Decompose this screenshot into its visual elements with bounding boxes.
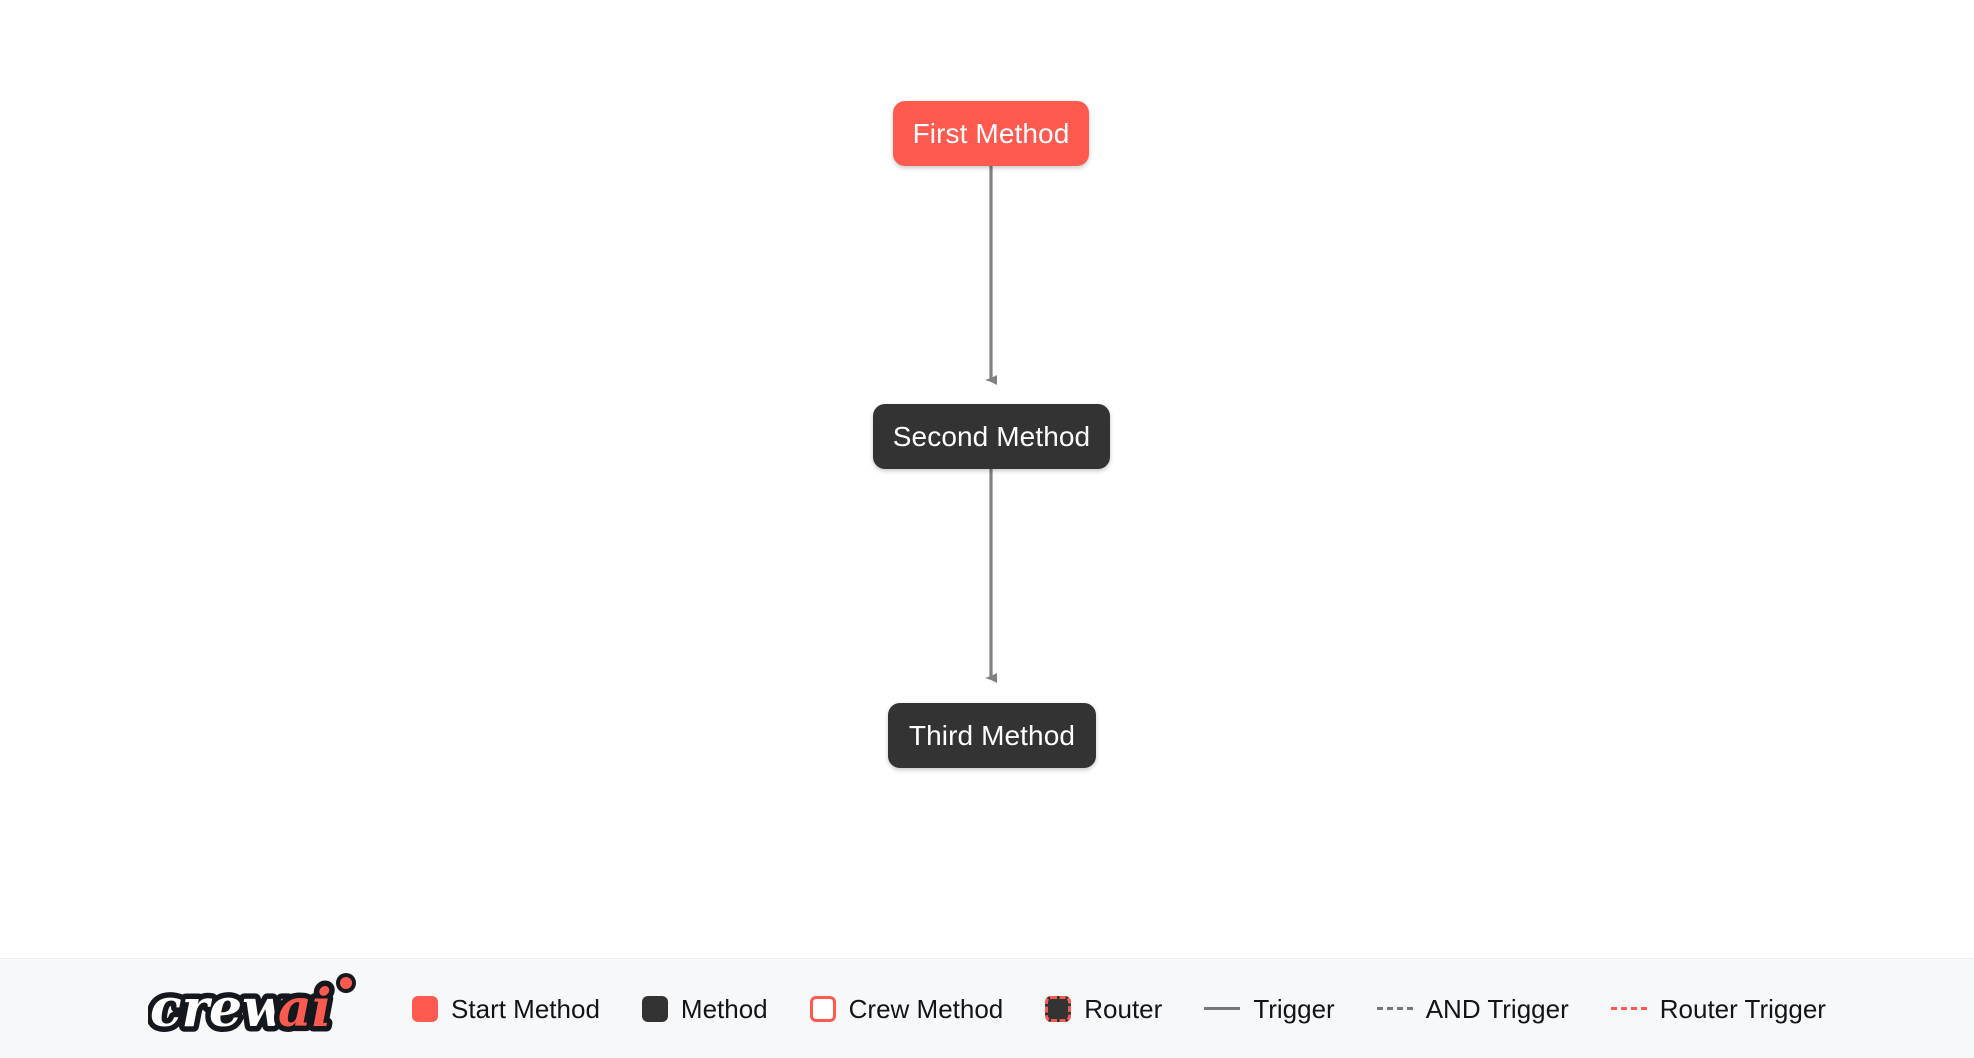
legend-bar: crew crew ai ai Start Method Method Crew… — [0, 958, 1974, 1058]
trigger-line-icon — [1204, 1007, 1241, 1010]
and-trigger-line-icon — [1376, 1007, 1413, 1010]
legend-item-router-trigger: Router Trigger — [1610, 993, 1826, 1024]
router-trigger-line-icon — [1610, 1007, 1647, 1010]
legend-label: Router Trigger — [1659, 993, 1826, 1024]
svg-text:crew: crew — [150, 978, 289, 1039]
method-swatch-icon — [641, 995, 668, 1022]
legend-item-method: Method — [641, 993, 768, 1024]
svg-text:ai: ai — [278, 978, 331, 1039]
router-swatch-icon — [1045, 995, 1072, 1022]
flow-node-label: Second Method — [892, 420, 1091, 452]
flow-node-first-method[interactable]: First Method — [893, 101, 1089, 166]
legend-item-start-method: Start Method — [412, 993, 600, 1024]
flow-node-second-method[interactable]: Second Method — [873, 404, 1110, 469]
start-method-swatch-icon — [412, 995, 439, 1022]
legend-label: Router — [1084, 993, 1163, 1024]
legend-label: Trigger — [1253, 993, 1335, 1024]
legend-label: Start Method — [451, 993, 600, 1024]
svg-text:ai: ai — [278, 978, 331, 1039]
svg-text:crew: crew — [150, 978, 289, 1039]
flow-canvas[interactable]: First Method Second Method Third Method — [0, 0, 1974, 958]
legend-label: Crew Method — [848, 993, 1004, 1024]
flow-node-third-method[interactable]: Third Method — [888, 703, 1096, 768]
flow-node-label: First Method — [912, 117, 1070, 149]
crewai-logo: crew crew ai ai — [148, 972, 357, 1044]
legend-label: AND Trigger — [1425, 993, 1569, 1024]
crew-method-swatch-icon — [809, 995, 836, 1022]
legend-label: Method — [680, 993, 768, 1024]
legend-item-crew-method: Crew Method — [809, 993, 1004, 1024]
flow-node-label: Third Method — [908, 719, 1076, 751]
legend-item-router: Router — [1045, 993, 1163, 1024]
legend-item-trigger: Trigger — [1204, 993, 1335, 1024]
legend-item-and-trigger: AND Trigger — [1376, 993, 1569, 1024]
